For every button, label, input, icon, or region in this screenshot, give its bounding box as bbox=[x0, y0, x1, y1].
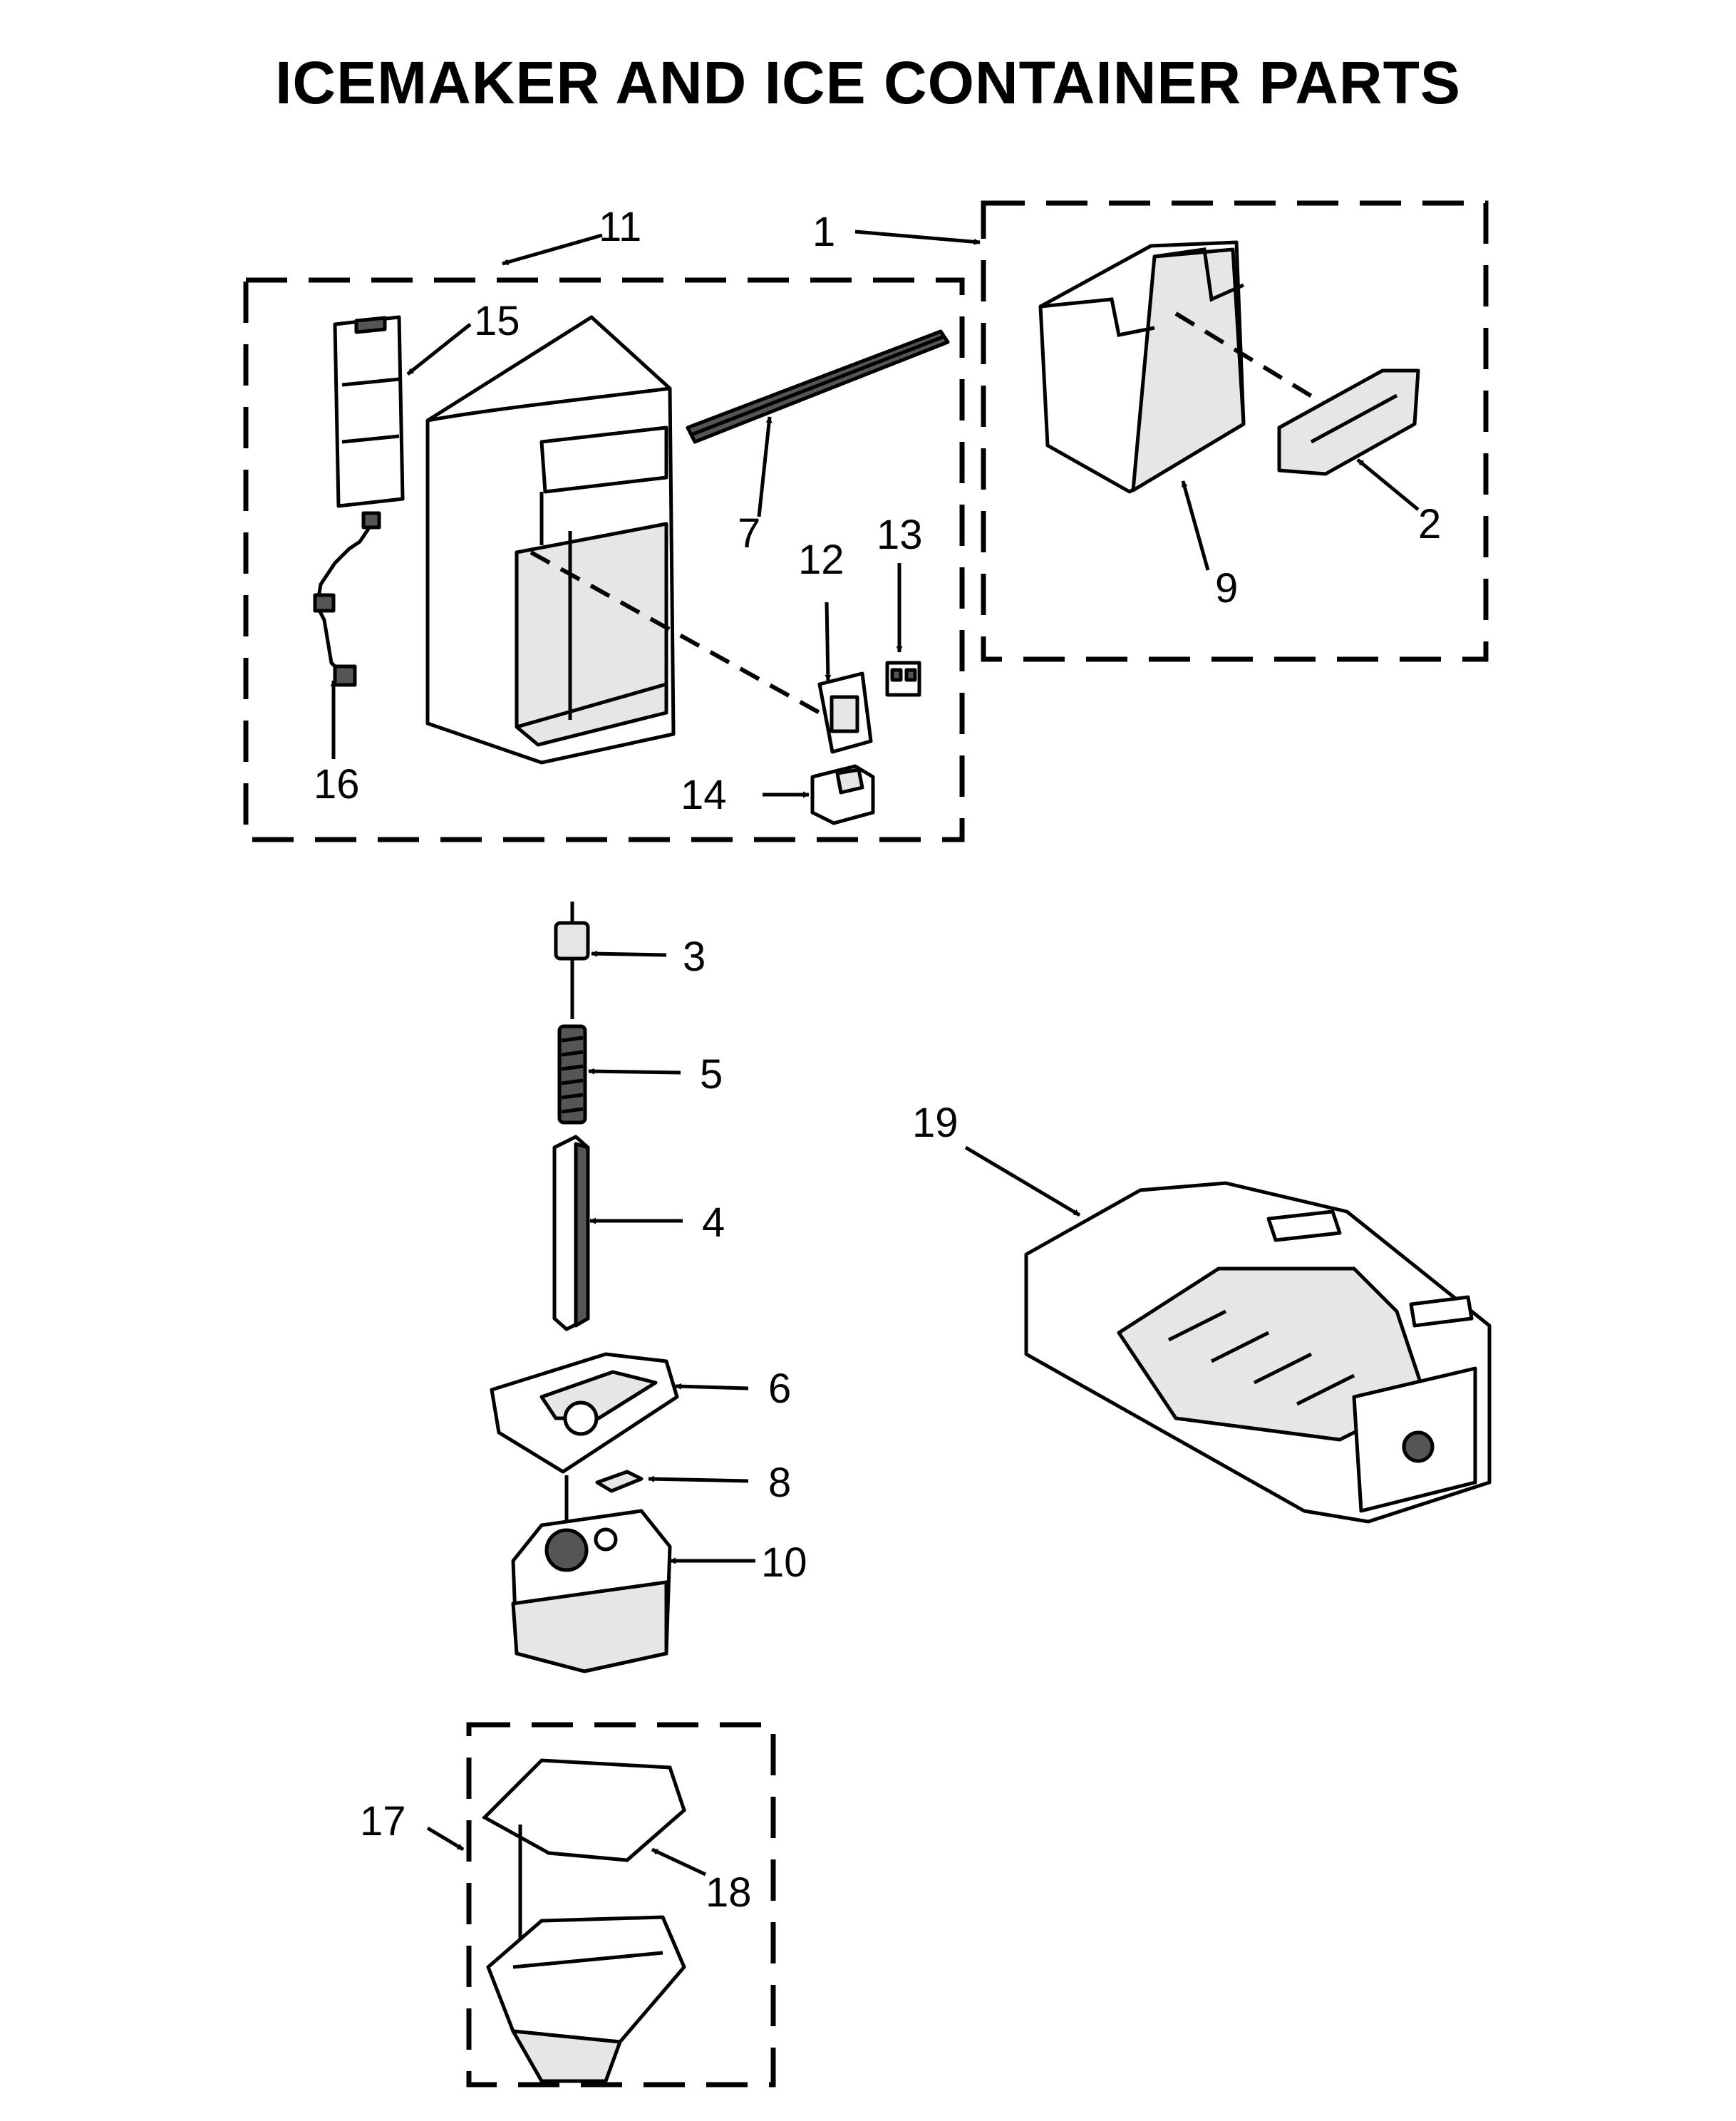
part-9-ice-bin[interactable] bbox=[1038, 240, 1341, 494]
callout-7: 7 bbox=[738, 510, 760, 557]
part-5-spring[interactable] bbox=[557, 1024, 587, 1125]
callout-11: 11 bbox=[599, 204, 641, 250]
leader-arrows bbox=[330, 229, 1420, 1877]
callout-16: 16 bbox=[314, 761, 360, 807]
page-title: ICEMAKER AND ICE CONTAINER PARTS bbox=[275, 49, 1461, 116]
part-13-switch[interactable] bbox=[885, 661, 921, 697]
part-7-gasket[interactable] bbox=[686, 329, 950, 444]
callout-5: 5 bbox=[700, 1051, 723, 1098]
part-11-housing[interactable] bbox=[425, 315, 676, 765]
callout-6: 6 bbox=[768, 1366, 791, 1412]
callout-12: 12 bbox=[798, 537, 844, 583]
callout-18: 18 bbox=[706, 1869, 752, 1916]
part-4-shaft[interactable] bbox=[552, 1135, 590, 1331]
callout-4: 4 bbox=[702, 1199, 725, 1246]
callout-10: 10 bbox=[761, 1539, 807, 1586]
part-10-motor[interactable] bbox=[511, 1475, 672, 1673]
callout-9: 9 bbox=[1215, 565, 1238, 611]
assembly-1-box bbox=[981, 200, 1489, 662]
callout-1: 1 bbox=[812, 209, 835, 255]
part-19-icemaker[interactable] bbox=[1024, 1181, 1492, 1524]
callout-19: 19 bbox=[912, 1100, 959, 1146]
part-3-cap[interactable] bbox=[554, 902, 590, 1019]
part-14-relay[interactable] bbox=[810, 764, 875, 825]
part-6-bracket[interactable] bbox=[490, 1352, 679, 1474]
part-12-actuator[interactable] bbox=[529, 550, 873, 754]
callout-14: 14 bbox=[681, 772, 727, 818]
callout-8: 8 bbox=[768, 1460, 791, 1506]
part-15-panel[interactable] bbox=[333, 315, 405, 508]
part-16-wire-harness[interactable] bbox=[313, 511, 381, 687]
part-8-magnet[interactable] bbox=[595, 1470, 644, 1493]
callout-13: 13 bbox=[877, 512, 923, 558]
assembly-11-box bbox=[243, 277, 965, 842]
part-18-gasket[interactable] bbox=[481, 1758, 686, 1862]
assembly-17-box bbox=[466, 1722, 776, 2088]
callout-15: 15 bbox=[474, 298, 520, 344]
callout-17: 17 bbox=[360, 1798, 406, 1844]
callout-2: 2 bbox=[1418, 501, 1441, 547]
part-2-clip[interactable] bbox=[1277, 368, 1420, 476]
part-17-housing[interactable] bbox=[486, 1825, 686, 2083]
callout-3: 3 bbox=[683, 934, 706, 980]
